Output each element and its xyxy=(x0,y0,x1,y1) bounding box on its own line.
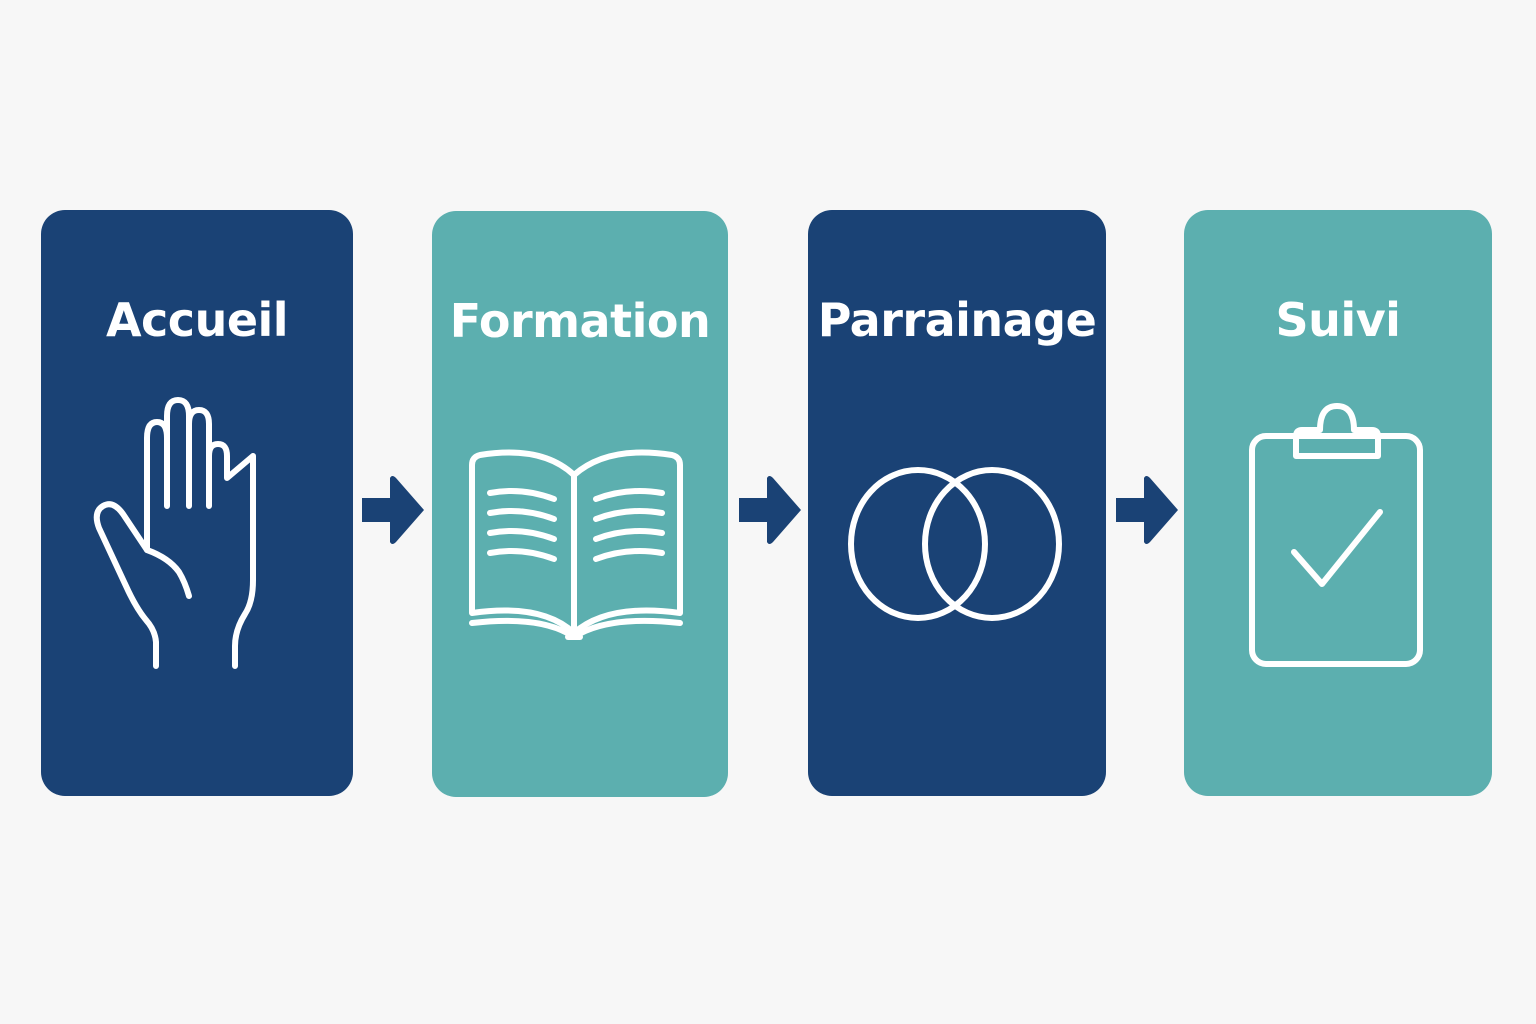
clipboard-check-icon xyxy=(1249,403,1423,667)
arrow-right-icon xyxy=(739,476,801,544)
step-card-suivi: Suivi xyxy=(1184,210,1492,796)
step-card-accueil: Accueil xyxy=(41,210,353,796)
step-title: Parrainage xyxy=(817,293,1097,347)
step-card-formation: Formation xyxy=(432,211,728,797)
raised-hand-icon xyxy=(93,397,256,669)
step-card-parrainage: Parrainage xyxy=(808,210,1106,796)
arrow-right-icon xyxy=(1116,476,1178,544)
step-title: Formation xyxy=(449,294,711,348)
open-book-icon xyxy=(469,449,683,640)
arrow-right-icon xyxy=(362,476,424,544)
interlocking-rings-icon xyxy=(848,467,1062,621)
step-title: Accueil xyxy=(105,293,289,347)
step-title: Suivi xyxy=(1275,293,1401,347)
